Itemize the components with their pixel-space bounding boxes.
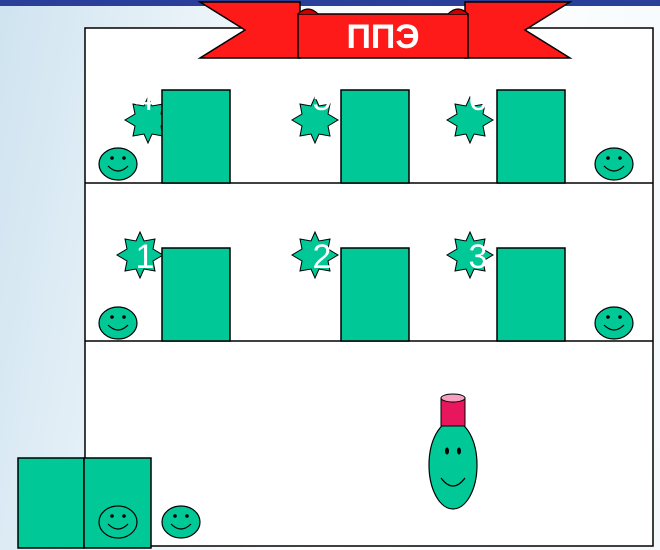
officer-body <box>429 421 477 509</box>
officer-eye-left <box>445 448 449 455</box>
smiley-icon <box>99 307 137 339</box>
smiley-icon <box>595 307 633 339</box>
room-number: 6 <box>469 80 488 118</box>
room-4-door <box>162 90 230 183</box>
room-number: 4 <box>136 80 155 118</box>
ppe-banner: ППЭ <box>200 2 570 58</box>
smiley-icon <box>99 506 137 538</box>
room-number: 5 <box>313 80 332 118</box>
room-number: 1 <box>136 238 155 276</box>
room-3-door <box>497 248 565 341</box>
room-number: 3 <box>469 238 488 276</box>
smiley-icon <box>99 148 137 180</box>
smiley-icon <box>162 506 200 538</box>
banner-curl-left <box>298 9 318 14</box>
room-1-door <box>162 248 230 341</box>
smiley-icon <box>595 148 633 180</box>
entrance-block-left <box>18 458 84 548</box>
officer-eye-right <box>457 448 461 455</box>
room-5-door <box>341 90 409 183</box>
room-number: 2 <box>313 238 332 276</box>
room-6-door <box>497 90 565 183</box>
room-2-door <box>341 248 409 341</box>
banner-label: ППЭ <box>346 18 419 56</box>
officer-hat-top <box>441 394 465 402</box>
